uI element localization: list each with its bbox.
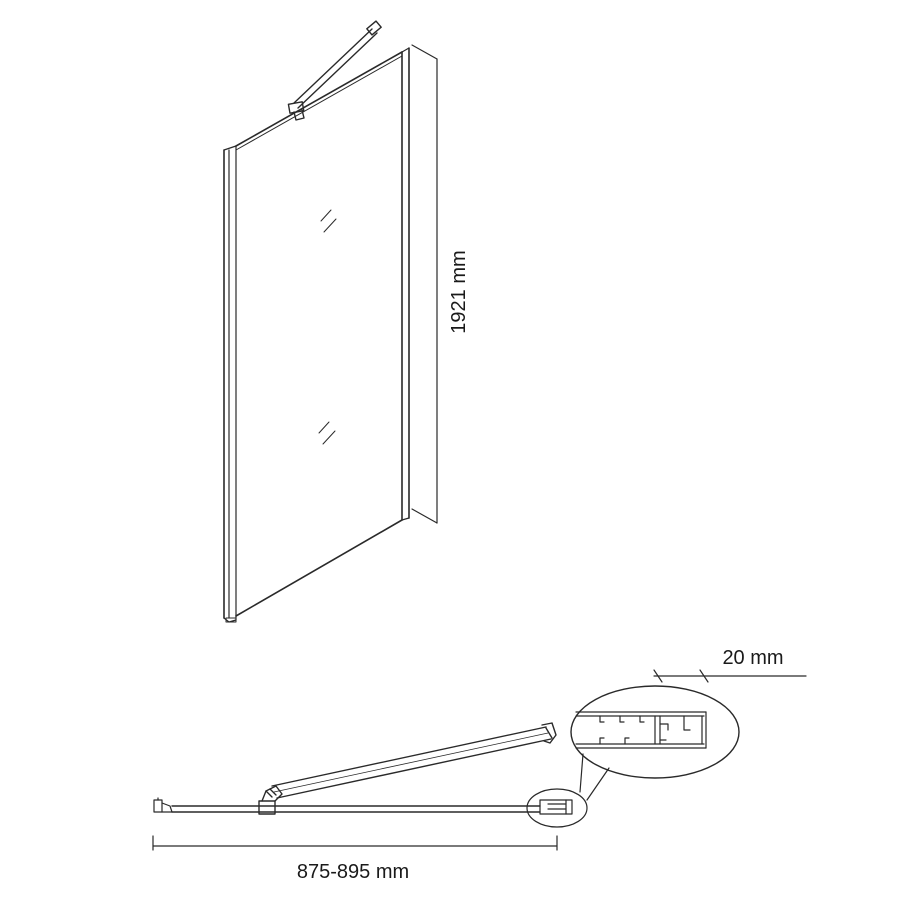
detail-bubble bbox=[570, 685, 740, 779]
profile-depth-label: 20 mm bbox=[722, 647, 783, 669]
base-glass-line bbox=[171, 805, 541, 813]
plan-view bbox=[152, 669, 807, 851]
detail-leader-lines bbox=[579, 753, 610, 801]
profile-cross-section bbox=[575, 711, 707, 749]
hinge-connector bbox=[258, 785, 283, 815]
glass-reflection-marks bbox=[318, 209, 337, 445]
height-dimension-line bbox=[411, 44, 438, 524]
width-dimension-label: 875-895 mm bbox=[297, 861, 409, 883]
glass-panel bbox=[223, 47, 410, 623]
stabilizer-bar bbox=[287, 20, 382, 121]
elevation-view bbox=[223, 20, 438, 623]
height-dimension-label: 1921 mm bbox=[448, 250, 470, 333]
end-profile bbox=[539, 799, 573, 815]
profile-depth-dimension-line bbox=[653, 669, 807, 683]
wall-bracket bbox=[153, 797, 173, 813]
width-dimension-line bbox=[152, 835, 558, 851]
angled-panel bbox=[271, 722, 557, 799]
zoom-circle-small bbox=[526, 788, 588, 828]
